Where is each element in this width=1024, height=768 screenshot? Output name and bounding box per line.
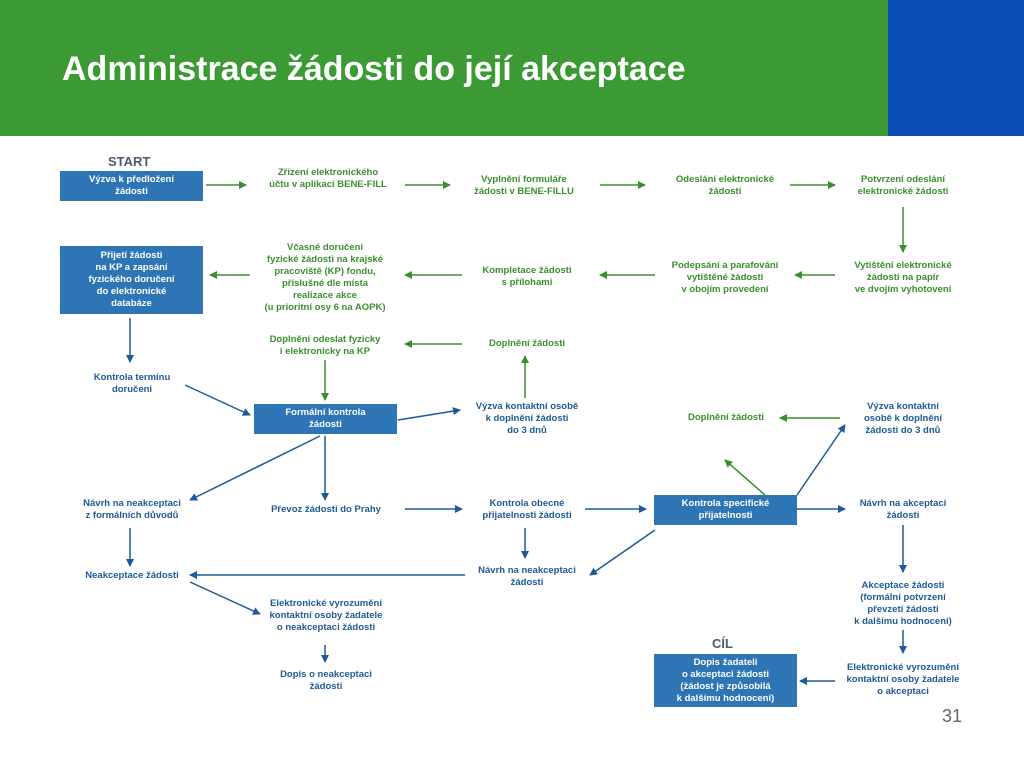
node-kompletace: Kompletace žádosti s přílohami: [482, 265, 572, 288]
node-vyzva-kontakt-2: Výzva kontaktní osobě k doplnění žádosti…: [863, 401, 943, 436]
header-accent: [888, 0, 1024, 136]
node-potvrzeni: Potvrzení odeslání elektronické žádosti: [857, 174, 949, 197]
header-bar: [0, 0, 888, 136]
node-prijeti: Přijetí žádosti na KP a zapsání fyzickéh…: [60, 246, 203, 314]
slide-title: Administrace žádosti do její akceptace: [62, 50, 686, 88]
node-vyrozumeni-akc: Elektronické vyrozumění kontaktní osoby …: [846, 662, 960, 697]
node-formalni: Formální kontrola žádosti: [254, 404, 397, 434]
node-navrh-akceptaci: Návrh na akceptaci žádosti: [859, 498, 947, 521]
node-vyrozumeni-neakc: Elektronické vyrozumění kontaktní osoby …: [269, 598, 383, 633]
node-vyzva-kontakt-1: Výzva kontaktní osobě k doplnění žádosti…: [475, 401, 579, 436]
arrow-formalni-vyzva1: [397, 407, 461, 421]
node-vyplneni: Vyplnění formuláře žádosti v BENE-FILLU: [474, 174, 574, 197]
node-specificke: Kontrola specifické přijatelnosti: [654, 495, 797, 525]
arrow-kontrola-terminu-formalni: [184, 384, 251, 416]
node-akceptace: Akceptace žádosti (formální potvrzení př…: [854, 580, 952, 627]
node-zrizeni: Zřízení elektronického účtu v aplikaci B…: [269, 167, 387, 190]
arrow-doplneni2-specificke: [724, 459, 766, 496]
node-vcasne: Včasné doručení fyzické žádosti na krajs…: [264, 242, 386, 313]
arrow-specificke-navrh2: [589, 529, 656, 576]
node-vytisteni: Vytištění elektronické žádosti na papír …: [854, 260, 952, 295]
goal-label: CÍL: [712, 636, 733, 651]
page-number: 31: [941, 706, 962, 726]
arrow-specificke-vyzva2: [796, 424, 846, 496]
node-doplneni-odeslat: Doplnění odeslat fyzicky i elektronicky …: [269, 334, 381, 357]
node-kontrola-terminu: Kontrola termínu doručení: [93, 372, 171, 395]
node-dopis-akc: Dopis žadateli o akceptaci žádosti (žádo…: [654, 654, 797, 707]
node-odeslani: Odeslání elektronické žádosti: [675, 174, 775, 197]
node-doplneni-2: Doplnění žádosti: [688, 412, 764, 423]
node-dopis-neakc: Dopis o neakceptaci žádosti: [280, 669, 372, 692]
node-prevoz: Převoz žádosti do Prahy: [271, 504, 381, 515]
node-navrh-neakc-2: Návrh na neakceptaci žádosti: [478, 565, 576, 588]
start-label: START: [108, 154, 151, 169]
arrow-neakceptace-vyrozumeni: [189, 581, 261, 615]
blue-arrows: [126, 318, 907, 685]
node-vyzva: Výzva k předložení žádosti: [60, 171, 203, 201]
green-arrows: [206, 181, 907, 496]
node-navrh-neakc-formal: Návrh na neakceptaci z formálních důvodů: [83, 498, 181, 521]
node-podepsani: Podepsání a parafování vytištěné žádosti…: [671, 260, 779, 295]
node-doplneni-1: Doplnění žádosti: [489, 338, 565, 349]
arrow-formalni-navrh-formal: [189, 435, 321, 501]
node-neakceptace: Neakceptace žádosti: [85, 570, 179, 581]
node-kontrola-obecne: Kontrola obecné přijatelnosti žádosti: [482, 498, 572, 521]
